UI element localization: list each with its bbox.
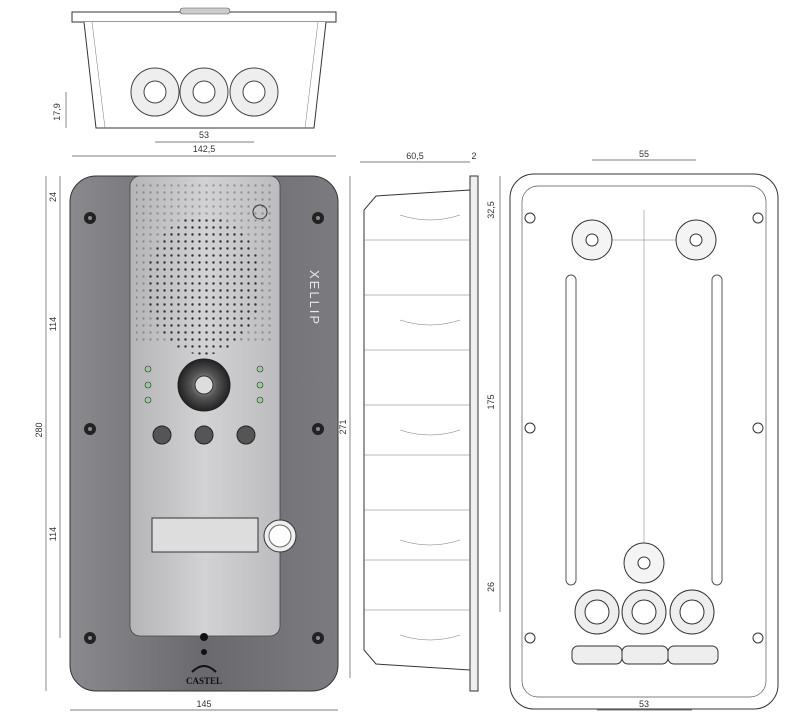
dim-back-top-offset: 32,5 bbox=[486, 201, 496, 219]
back-view: 55 32,5 175 26 53 bbox=[486, 149, 779, 711]
status-led bbox=[144, 381, 152, 389]
hearing-loop-icon bbox=[252, 204, 268, 220]
dim-back-vertical-spacing: 175 bbox=[486, 394, 496, 409]
dim-back-bottom-spacing: 53 bbox=[639, 699, 649, 709]
dim-top-width: 142,5 bbox=[193, 144, 216, 154]
status-led bbox=[256, 381, 264, 389]
fixing-screw bbox=[84, 212, 96, 224]
bell-icon bbox=[152, 425, 172, 445]
product-name: XELLIP bbox=[307, 270, 322, 326]
fixing-screw bbox=[312, 632, 324, 644]
cable-entry bbox=[669, 589, 715, 635]
side-view: 60,5 2 271 bbox=[338, 151, 479, 692]
castel-logo: CASTEL bbox=[186, 676, 222, 686]
dim-back-bottom-offset: 26 bbox=[486, 582, 496, 592]
dim-side-depth: 60,5 bbox=[406, 151, 424, 161]
status-led bbox=[256, 365, 264, 373]
cable-gland bbox=[229, 67, 279, 117]
microphone-hole bbox=[200, 633, 208, 641]
mounting-hole bbox=[675, 219, 717, 261]
fixing-screw bbox=[312, 423, 324, 435]
dim-front-upper-spacing: 114 bbox=[48, 317, 58, 331]
castel-logo-mark bbox=[191, 665, 217, 673]
cable-gland bbox=[179, 67, 229, 117]
dim-front-top-offset: 24 bbox=[48, 192, 58, 202]
mounting-hole bbox=[623, 542, 665, 584]
talk-icon bbox=[194, 425, 214, 445]
fixing-screw bbox=[84, 423, 96, 435]
name-label-window bbox=[151, 517, 259, 553]
status-led bbox=[144, 396, 152, 404]
fixing-screw bbox=[84, 632, 96, 644]
status-led bbox=[144, 365, 152, 373]
dim-top-height: 17,9 bbox=[52, 103, 62, 121]
dim-front-width: 145 bbox=[196, 699, 211, 709]
dim-gland-spacing: 53 bbox=[199, 130, 209, 140]
dim-side-plate: 2 bbox=[471, 151, 476, 161]
top-view: 17,9 53 142,5 bbox=[52, 7, 337, 157]
camera bbox=[177, 358, 231, 412]
door-open-icon bbox=[236, 425, 256, 445]
dim-back-top-spacing: 55 bbox=[639, 149, 649, 159]
dim-front-lower-spacing: 114 bbox=[48, 527, 58, 541]
fixing-screw bbox=[312, 212, 324, 224]
cable-entry bbox=[574, 589, 620, 635]
dim-front-total-height: 280 bbox=[34, 422, 44, 437]
status-led bbox=[256, 396, 264, 404]
cable-gland bbox=[130, 67, 180, 117]
cable-entry bbox=[621, 589, 667, 635]
mounting-hole bbox=[571, 219, 613, 261]
front-view: XELLIP CASTEL bbox=[34, 175, 339, 711]
dim-side-height: 271 bbox=[338, 419, 348, 434]
